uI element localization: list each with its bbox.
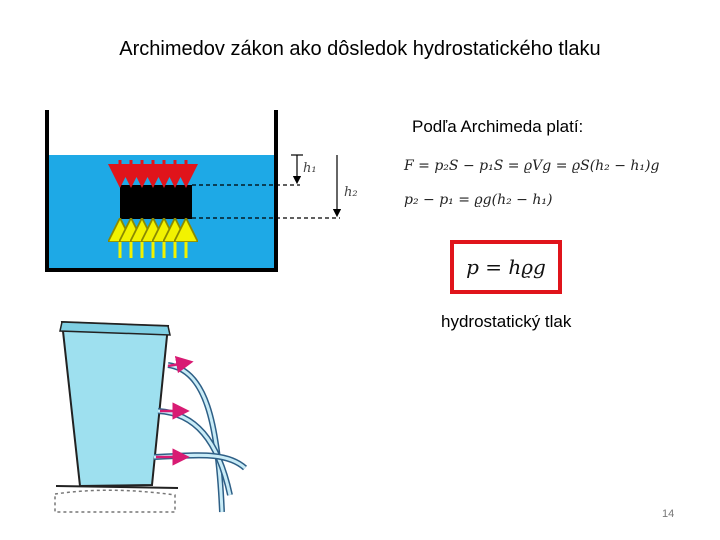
- bucket: [62, 322, 168, 486]
- ground: [55, 490, 175, 512]
- highlighted-formula: p = hϱg: [466, 255, 546, 279]
- ground-base: [56, 486, 178, 488]
- upward-pressure-arrows: [120, 230, 186, 258]
- submerged-block: [120, 185, 192, 219]
- equation-force: F = p₂S − p₁S = ϱVg = ϱS(h₂ − h₁)g: [404, 158, 659, 174]
- intro-text: Podľa Archimeda platí:: [412, 117, 583, 137]
- label-h1: h₁: [303, 161, 317, 176]
- downward-pressure-arrows: [120, 160, 186, 176]
- jet-top-inner: [168, 365, 222, 512]
- formula-caption: hydrostatický tlak: [441, 312, 571, 332]
- equation-pressure-difference: p₂ − p₁ = ϱg(h₂ − h₁): [404, 192, 552, 208]
- page-number: 14: [662, 508, 674, 520]
- label-h2: h₂: [344, 185, 358, 200]
- bucket-illustration: [55, 322, 245, 512]
- highlighted-formula-box: p = hϱg: [450, 240, 562, 294]
